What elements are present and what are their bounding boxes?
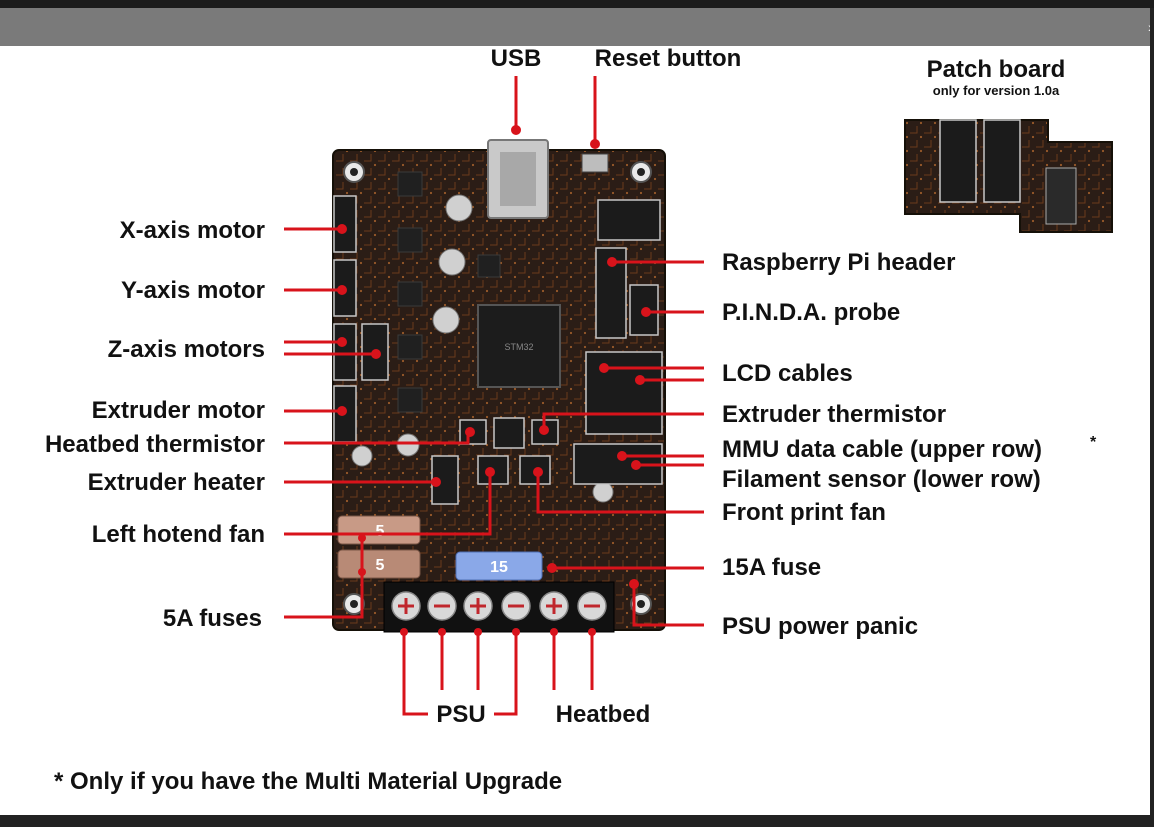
leader-left-hotend-fan-dot [485,467,495,477]
leader-z-axis-dot-2 [371,349,381,359]
label-usb: USB [491,46,542,72]
leader-z-axis [284,340,376,356]
leader-left-hotend-fan [284,472,492,536]
leader-usb-dot [511,125,521,135]
label-heatbed-thermistor: Heatbed thermistor [45,431,265,458]
footnote: * Only if you have the Multi Material Up… [54,768,562,795]
stepper-drivers [397,171,501,413]
leader-pinda-dot [641,307,651,317]
leader-heatbed [552,632,594,690]
label-extruder-motor: Extruder motor [92,397,265,424]
label-extruder-thermistor: Extruder thermistor [722,401,946,428]
leader-psu-panic-dot [629,579,639,589]
label-left-hotend-fan: Left hotend fan [92,521,265,548]
label-z-axis-motors: Z-axis motors [108,336,265,363]
label-pinda-probe: P.I.N.D.A. probe [722,299,900,326]
leader-x-axis-dot [337,224,347,234]
leader-extruder-thermistor-dot [539,425,549,435]
label-raspberry-pi-header: Raspberry Pi header [722,249,955,276]
einsy-board-diagram: STM32 [45,46,1113,795]
diagram-frame: STM32 [0,46,1150,815]
label-5a-fuses: 5A fuses [163,605,262,632]
leader-mmu-filament [622,454,704,467]
top-window-bar [0,0,1154,8]
leader-lcd-dot-1 [599,363,609,373]
mcu-chip [477,304,561,388]
leader-heatbed-thermistor-dot [465,427,475,437]
motor-connectors [333,195,389,443]
reset-button [581,153,609,173]
leader-psu-panic [632,584,704,627]
label-y-axis-motor: Y-axis motor [121,277,265,304]
leader-5a-fuses-dot-2 [358,568,366,576]
label-heatbed: Heatbed [556,701,651,728]
right-edge [1150,8,1154,815]
leader-rpi-dot [607,257,617,267]
leader-lcd-dot-2 [635,375,645,385]
leader-5a-fuses-dot-1 [358,534,366,542]
small-headers [431,417,559,505]
label-lcd-cables: LCD cables [722,360,853,387]
label-filament-sensor: Filament sensor (lower row) [722,466,1041,493]
label-mmu-data-cable: MMU data cable (upper row) [722,436,1042,463]
fuse-15a-value: 15 [490,559,508,576]
bottom-bar [0,815,1154,827]
header-bar [0,8,1150,46]
leader-15a-fuse-dot [547,563,557,573]
leader-z-axis-dot-1 [337,337,347,347]
patch-board [904,119,1113,233]
capacitors [351,194,614,503]
label-psu-power-panic: PSU power panic [722,613,918,640]
label-mmu-asterisk: * [1090,434,1097,451]
board: STM32 [332,139,666,633]
label-reset-button: Reset button [595,46,742,72]
patch-board-title: Patch board [927,56,1066,83]
leader-lcd [604,366,704,382]
leader-extruder-heater-dot [431,477,441,487]
leader-y-axis-dot [337,285,347,295]
label-x-axis-motor: X-axis motor [120,217,265,244]
mcu-chip-text: STM32 [504,342,533,352]
usb-port-inner [500,152,536,206]
fuse-5a-top-value: 5 [376,523,385,540]
leader-mmu-dot [617,451,627,461]
leader-filament-dot [631,460,641,470]
label-extruder-heater: Extruder heater [88,469,265,496]
leader-psu [402,632,518,716]
leader-5a-fuses [284,538,364,619]
leader-front-fan [536,472,704,514]
leader-front-fan-dot [533,467,543,477]
leader-reset-dot [590,139,600,149]
power-terminals [383,581,615,633]
label-15a-fuse: 15A fuse [722,554,821,581]
fuse-15a [455,551,543,581]
leader-extruder-motor-dot [337,406,347,416]
label-psu: PSU [436,701,485,728]
leader-extruder-thermistor [542,412,704,428]
fuse-5a-bottom-value: 5 [376,557,385,574]
label-front-print-fan: Front print fan [722,499,886,526]
mounting-holes [343,161,652,615]
patch-board-subtitle: only for version 1.0a [933,83,1060,98]
leader-terminal-dots [400,628,596,636]
